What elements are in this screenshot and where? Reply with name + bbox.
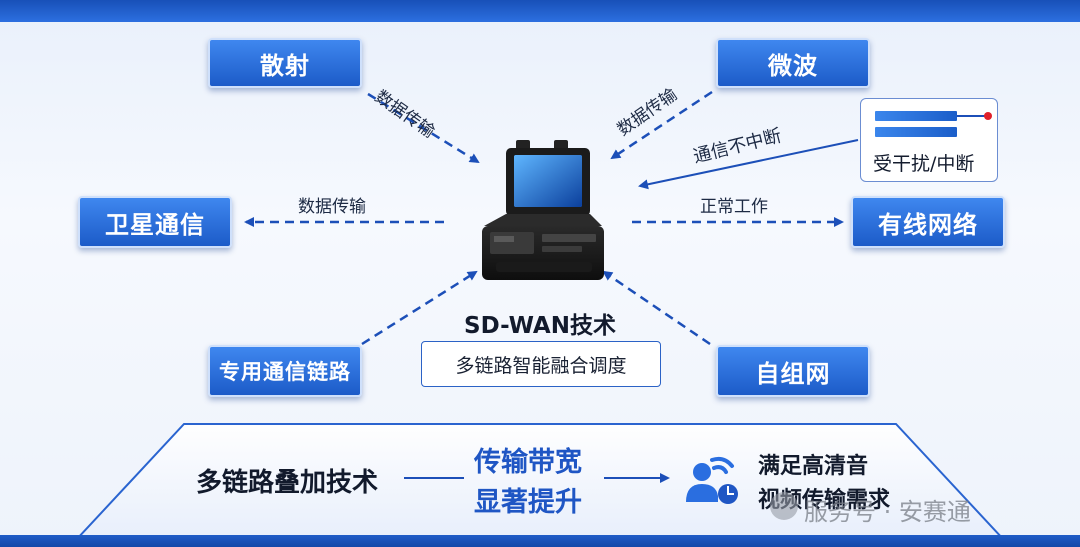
edge-label-satellite: 数据传输	[298, 197, 366, 217]
connector-line-left	[404, 477, 464, 479]
connector-arrow-right	[604, 473, 670, 483]
arrow-scatter-to-device	[367, 92, 480, 164]
node-microwave: 微波	[716, 38, 870, 88]
bottom-banner-bar	[0, 535, 1080, 547]
arrow-interference-to-device	[638, 139, 859, 190]
watermark-text: 服务号 · 安赛通	[804, 498, 971, 526]
bottom-mid-line1: 传输带宽	[474, 447, 582, 478]
node-dedicated-label: 专用通信链路	[219, 360, 351, 384]
node-wired: 有线网络	[851, 196, 1005, 248]
node-satellite-label: 卫星通信	[105, 210, 205, 239]
top-banner-bar	[0, 0, 1080, 22]
bottom-mid-line2: 显著提升	[474, 487, 582, 518]
edge-label-wired: 正常工作	[700, 197, 768, 217]
broken-link-icon	[957, 112, 992, 120]
scheduling-label: 多链路智能融合调度	[455, 354, 627, 377]
interference-box: 受干扰/中断	[860, 98, 998, 182]
node-scatter: 散射	[208, 38, 362, 88]
laptop-device-icon	[482, 140, 604, 280]
arrow-dedicated-to-device	[361, 270, 478, 346]
interference-label: 受干扰/中断	[873, 153, 975, 175]
node-wired-label: 有线网络	[878, 210, 978, 239]
node-adhoc: 自组网	[716, 345, 870, 397]
arrow-adhoc-to-device	[602, 270, 711, 346]
link-bar-2	[875, 127, 957, 137]
bottom-left-text: 多链路叠加技术	[196, 468, 379, 498]
link-bar-1	[875, 111, 957, 121]
sdwan-title: SD-WAN技术	[464, 313, 616, 339]
node-scatter-label: 散射	[260, 51, 310, 80]
node-dedicated: 专用通信链路	[208, 345, 362, 397]
watermark-logo-icon	[770, 492, 798, 520]
node-satellite: 卫星通信	[78, 196, 232, 248]
node-adhoc-label: 自组网	[755, 359, 831, 388]
scheduling-box: 多链路智能融合调度	[421, 341, 661, 387]
bottom-right-line1: 满足高清音	[758, 454, 869, 479]
arrow-microwave-to-device	[610, 90, 713, 160]
node-microwave-label: 微波	[768, 51, 818, 80]
wifi-user-icon	[686, 456, 738, 504]
